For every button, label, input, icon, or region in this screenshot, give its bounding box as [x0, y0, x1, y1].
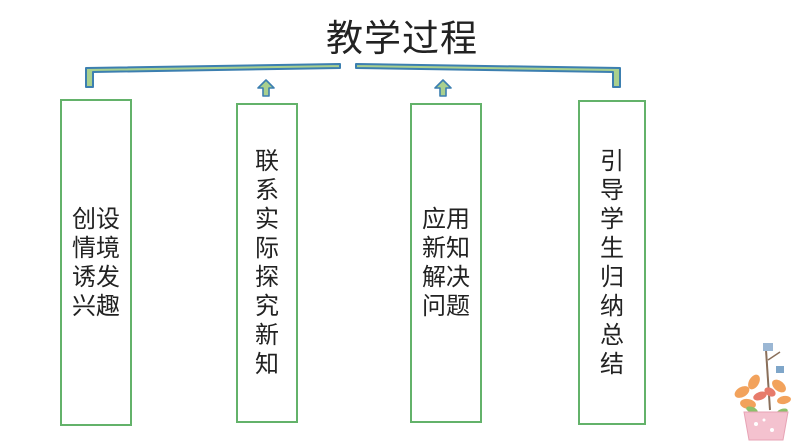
- diagram-title: 教学过程: [326, 17, 478, 60]
- step-box-4-text: 引导学生归纳总结: [600, 146, 624, 378]
- step-box-2: 联系实际探究新知: [236, 103, 298, 423]
- step-box-2-text: 联系实际探究新知: [255, 147, 279, 378]
- bracket-right-arm: [355, 63, 621, 88]
- step-box-3: 应用新知解决问题: [410, 103, 482, 423]
- bracket-left-arm: [85, 63, 341, 88]
- step-box-3-text: 应用新知解决问题: [422, 205, 470, 320]
- step-box-1: 创设情境诱发兴趣: [60, 99, 132, 426]
- step-box-4: 引导学生归纳总结: [578, 100, 646, 425]
- step-box-1-text: 创设情境诱发兴趣: [72, 204, 120, 320]
- up-arrow-icon: [257, 79, 275, 97]
- up-arrow-icon: [434, 79, 452, 97]
